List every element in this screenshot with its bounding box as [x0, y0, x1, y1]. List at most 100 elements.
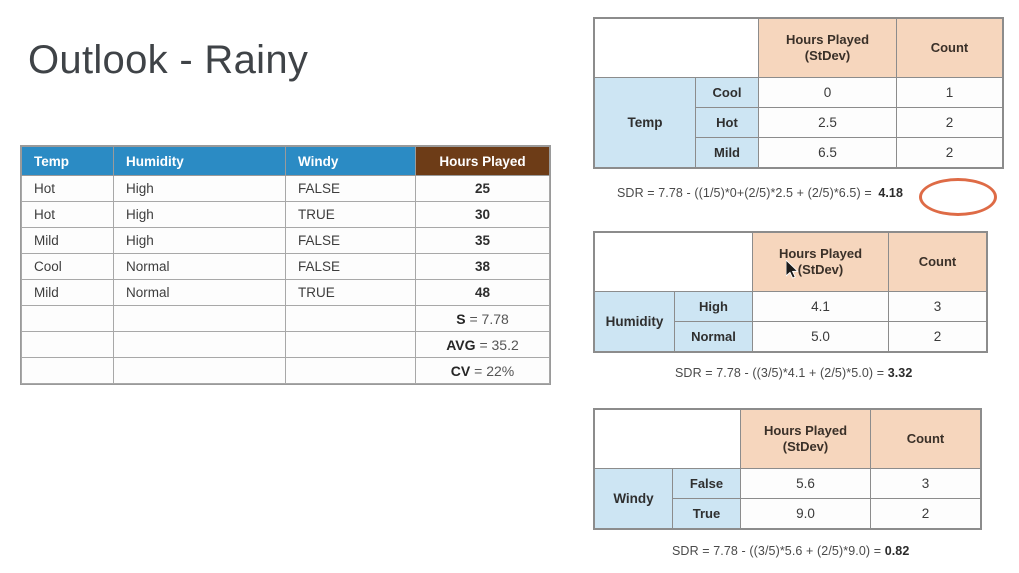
cell-count: 1	[896, 77, 1003, 108]
table-row: Hot 2.5 2	[595, 107, 1003, 138]
cell-empty	[21, 357, 114, 384]
cell-humidity: High	[113, 175, 286, 202]
column-header-count: Count	[870, 409, 981, 469]
cell-temp: Cool	[21, 253, 114, 280]
cell-humidity: High	[113, 227, 286, 254]
header-line-1: Hours Played	[763, 422, 848, 438]
cell-count: 3	[870, 468, 981, 499]
cell-hours: 48	[415, 279, 550, 306]
cell-empty	[285, 331, 416, 358]
sdr-result: 3.32	[887, 366, 913, 380]
summary-avg: AVG = 35.2	[415, 331, 550, 358]
cell-stdev: 2.5	[758, 107, 897, 138]
cell-count: 2	[896, 137, 1003, 168]
cell-temp: Hot	[21, 175, 114, 202]
cell-empty	[285, 357, 416, 384]
cell-empty	[113, 331, 286, 358]
level-label: Mild	[695, 137, 759, 168]
sdr-expression: SDR = 7.78 - ((3/5)*5.6 + (2/5)*9.0) =	[672, 544, 882, 558]
summary-value-avg: 35.2	[491, 336, 519, 353]
header-line-1: Hours Played	[785, 31, 870, 47]
table-row: Normal 5.0 2	[595, 321, 987, 352]
summary-value-s: 7.78	[481, 310, 509, 327]
table-header-row: Hours Played (StDev) Count	[594, 18, 1003, 78]
header-line-2: (StDev)	[804, 48, 851, 63]
attribute-label-temp: Temp	[594, 77, 696, 168]
cell-windy: FALSE	[285, 175, 416, 202]
cell-count: 2	[888, 321, 987, 352]
stdev-table-windy: Hours Played (StDev) Count Windy False 5…	[594, 409, 981, 529]
summary-eq-cv: =	[474, 362, 483, 379]
cell-hours: 25	[415, 175, 550, 202]
column-header-count: Count	[896, 18, 1003, 78]
sdr-formula-humidity: SDR = 7.78 - ((3/5)*4.1 + (2/5)*5.0) = 3…	[675, 366, 912, 380]
attribute-label-windy: Windy	[594, 468, 673, 529]
column-header-humidity: Humidity	[113, 146, 286, 176]
column-header-hours-played-stdev: Hours Played (StDev)	[740, 409, 871, 469]
column-header-count: Count	[888, 232, 987, 292]
red-ellipse-annotation	[919, 178, 997, 216]
table-row: Mild 6.5 2	[595, 137, 1003, 168]
sdr-expression: SDR = 7.78 - ((1/5)*0+(2/5)*2.5 + (2/5)*…	[617, 186, 872, 200]
cell-windy: FALSE	[285, 253, 416, 280]
cell-count: 2	[870, 498, 981, 529]
summary-label-cv: CV	[450, 362, 471, 379]
table-row: Mild High FALSE 35	[21, 227, 550, 254]
cell-hours: 35	[415, 227, 550, 254]
cell-stdev: 6.5	[758, 137, 897, 168]
stdev-table-humidity: Hours Played (StDev) Count Humidity High…	[594, 232, 987, 352]
header-line-1: Hours Played	[778, 245, 863, 261]
cell-stdev: 0	[758, 77, 897, 108]
cell-temp: Hot	[21, 201, 114, 228]
corner-cell	[594, 18, 759, 78]
summary-value-cv: 22%	[486, 362, 515, 379]
cell-empty	[113, 357, 286, 384]
table-row: Humidity High 4.1 3	[594, 291, 987, 352]
cell-stdev: 5.0	[752, 321, 889, 352]
table-row: Temp Cool 0 1	[594, 77, 1003, 168]
cell-count: 2	[896, 107, 1003, 138]
cell-windy: TRUE	[285, 201, 416, 228]
level-label: Cool	[695, 77, 759, 108]
table-row: Hot High TRUE 30	[21, 201, 550, 228]
corner-cell	[594, 232, 753, 292]
cell-humidity: Normal	[113, 253, 286, 280]
table-row: Mild Normal TRUE 48	[21, 279, 550, 306]
cell-humidity: Normal	[113, 279, 286, 306]
cell-count: 3	[888, 291, 987, 322]
sdr-formula-temp: SDR = 7.78 - ((1/5)*0+(2/5)*2.5 + (2/5)*…	[617, 186, 906, 200]
column-header-windy: Windy	[285, 146, 416, 176]
cell-humidity: High	[113, 201, 286, 228]
summary-eq-avg: =	[479, 336, 488, 353]
sdr-result: 0.82	[884, 544, 910, 558]
cell-empty	[21, 331, 114, 358]
page-title: Outlook - Rainy	[28, 38, 309, 82]
header-line-2: (StDev)	[797, 262, 844, 277]
table-header-row: Hours Played (StDev) Count	[594, 232, 987, 292]
attribute-label-humidity: Humidity	[594, 291, 675, 352]
table-row: Cool Normal FALSE 38	[21, 253, 550, 280]
table-header-row: Hours Played (StDev) Count	[594, 409, 981, 469]
cell-hours: 30	[415, 201, 550, 228]
column-header-hours-played-stdev: Hours Played (StDev)	[758, 18, 897, 78]
level-label: True	[672, 498, 741, 529]
column-header-hours-played: Hours Played	[415, 146, 550, 176]
summary-block-temp: Hours Played (StDev) Count Temp Cool 0 1…	[594, 18, 1003, 168]
stdev-table-temp: Hours Played (StDev) Count Temp Cool 0 1…	[594, 18, 1003, 168]
column-header-temp: Temp	[21, 146, 114, 176]
cell-windy: FALSE	[285, 227, 416, 254]
sdr-formula-windy: SDR = 7.78 - ((3/5)*5.6 + (2/5)*9.0) = 0…	[672, 544, 909, 558]
summary-block-windy: Hours Played (StDev) Count Windy False 5…	[594, 409, 981, 529]
table-row-summary-avg: AVG = 35.2	[21, 331, 550, 358]
level-label: High	[674, 291, 753, 322]
sdr-expression: SDR = 7.78 - ((3/5)*4.1 + (2/5)*5.0) =	[675, 366, 885, 380]
level-label: Normal	[674, 321, 753, 352]
summary-label-s: S	[456, 310, 466, 327]
cell-stdev: 4.1	[752, 291, 889, 322]
table-row-summary-s: S = 7.78	[21, 305, 550, 332]
summary-stdev: S = 7.78	[415, 305, 550, 332]
cell-windy: TRUE	[285, 279, 416, 306]
cell-empty	[113, 305, 286, 332]
level-label: False	[672, 468, 741, 499]
level-label: Hot	[695, 107, 759, 138]
